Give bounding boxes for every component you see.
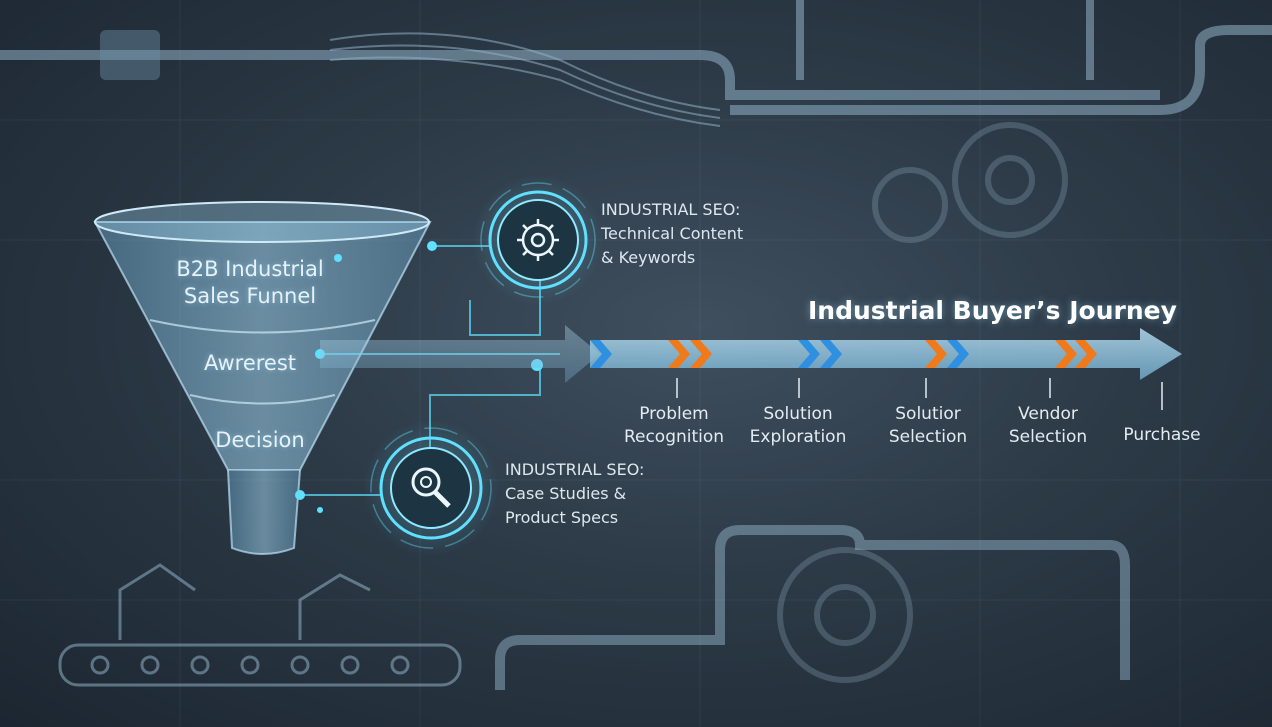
seo-top-line3: & Keywords	[601, 248, 696, 267]
journey-chevrons	[590, 340, 1097, 368]
journey-step: Problem Recognition	[604, 403, 744, 449]
conveyor-belt	[58, 563, 462, 687]
journey-arrow	[320, 325, 1182, 383]
journey-step-line1: Vendor	[1018, 404, 1078, 424]
seo-gear-badge	[473, 175, 603, 305]
seo-case-studies-label: INDUSTRIAL SEO: Case Studies & Product S…	[505, 458, 644, 530]
journey-step-ticks	[676, 378, 1163, 410]
gear-icon	[517, 219, 559, 261]
pipe-flange	[100, 30, 160, 80]
seo-bottom-line3: Product Specs	[505, 508, 619, 527]
background-gears	[777, 122, 1068, 683]
funnel-title-line2: Sales Funnel	[183, 284, 317, 308]
journey-step-line1: Purchase	[1123, 425, 1201, 445]
journey-step: Purchase	[1092, 424, 1232, 447]
journey-step-line1: Problem	[639, 404, 709, 424]
seo-technical-content-label: INDUSTRIAL SEO: Technical Content & Keyw…	[601, 198, 743, 270]
magnifier-gear-icon	[411, 467, 451, 508]
seo-bottom-line2: Case Studies &	[505, 484, 627, 503]
sales-funnel-shape	[93, 201, 432, 555]
seo-bottom-line1: INDUSTRIAL SEO:	[505, 460, 645, 479]
funnel-title-line1: B2B Industrial	[176, 257, 324, 281]
journey-step-line2: Exploration	[749, 427, 847, 447]
journey-step: Vendor Selection	[978, 403, 1118, 449]
seo-top-line1: INDUSTRIAL SEO:	[601, 200, 741, 219]
journey-title: Industrial Buyer’s Journey	[808, 296, 1177, 325]
bottom-pipes	[495, 525, 1130, 690]
seo-magnifier-badge	[363, 420, 499, 556]
funnel-stage-decision: Decision	[215, 428, 305, 452]
journey-step-line1: Solutior	[895, 404, 961, 424]
top-pipes	[0, 0, 1272, 127]
funnel-title: B2B Industrial Sales Funnel	[150, 256, 350, 310]
seo-top-line2: Technical Content	[601, 224, 744, 243]
funnel-stage-awareness: Awrerest	[203, 351, 297, 375]
journey-step: Solution Exploration	[728, 403, 868, 449]
journey-step-line2: Recognition	[623, 427, 725, 447]
journey-step: Solutior Selection	[858, 403, 998, 449]
journey-step-line2: Selection	[888, 427, 968, 447]
journey-step-line2: Selection	[1008, 427, 1088, 447]
journey-step-line1: Solution	[763, 404, 833, 424]
